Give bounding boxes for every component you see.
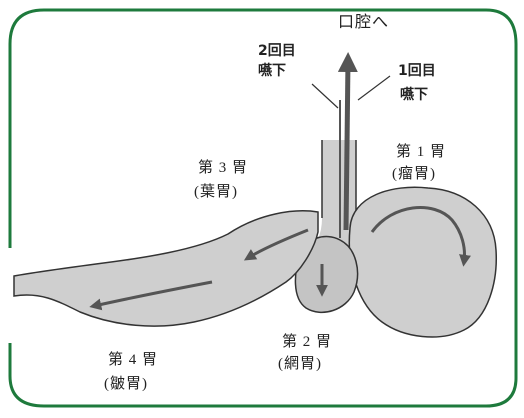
label-first-swallow-line1: 1回目 [398,60,436,80]
label-stomach3-sub: (葉胃) [194,180,238,201]
rumen-shape [349,187,496,337]
arrow-regurgitate [346,60,348,230]
label-stomach1-name: 第 1 胃 [396,140,446,161]
label-stomach4-name: 第 4 胃 [108,348,158,369]
label-stomach4-sub: (皺胃) [104,372,148,393]
label-stomach1-sub: (瘤胃) [392,162,436,183]
leader-first-swallow [358,76,390,100]
label-stomach2-name: 第 2 胃 [282,330,332,351]
omasum-abomasum-shape [14,211,318,326]
label-to-mouth: 口腔へ [338,8,389,32]
leader-second-swallow [312,84,338,108]
label-stomach2-sub: (網胃) [278,352,322,373]
label-first-swallow-line2: 嚥下 [400,84,428,104]
label-stomach3-name: 第 3 胃 [198,156,248,177]
label-second-swallow-line1: 2回目 [258,40,296,60]
label-second-swallow-line2: 嚥下 [258,60,286,80]
